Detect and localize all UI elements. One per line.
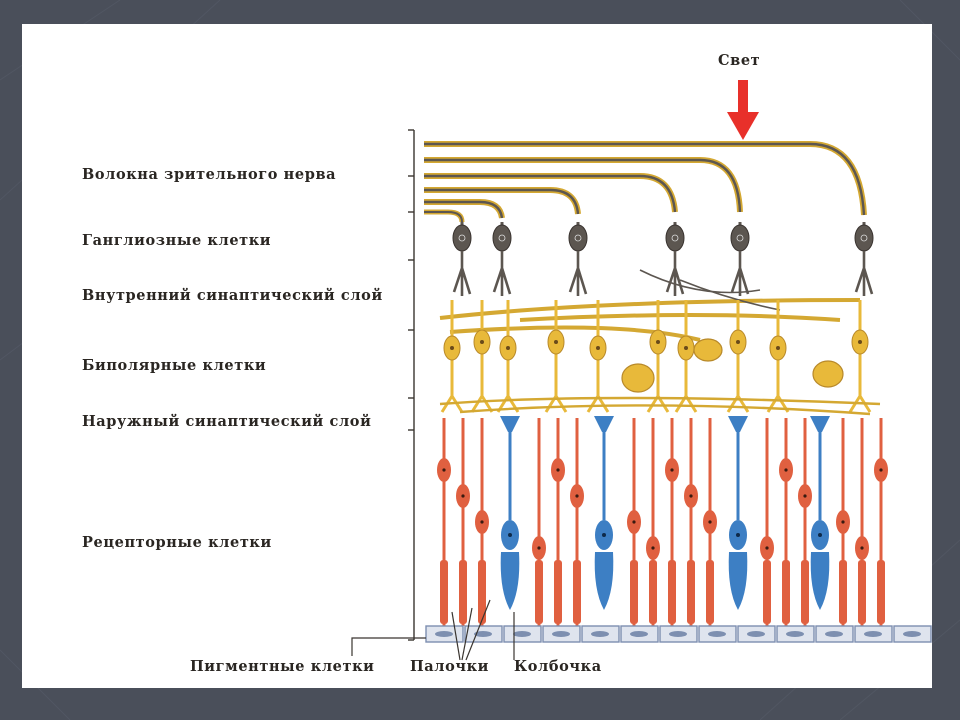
pigment-cell [503, 625, 542, 643]
label-bipolar-cells: Биполярные клетки [82, 357, 267, 374]
pigment-cells [425, 625, 932, 643]
rod-cell [798, 418, 812, 626]
label-outer-synaptic-layer: Наружный синаптический слой [82, 413, 372, 430]
horizontal-cells [621, 338, 844, 393]
cone-cell [500, 416, 520, 610]
bipolar-cells [440, 300, 872, 413]
layer-brackets [408, 129, 415, 641]
bipolar-cell [766, 300, 790, 413]
ganglion-cell [452, 222, 472, 296]
pigment-cell [854, 625, 893, 643]
pigment-cell [425, 625, 464, 643]
light-label: Свет [718, 52, 761, 69]
inner-synaptic-layer [439, 298, 861, 342]
bipolar-cell [440, 300, 464, 413]
pigment-cell [893, 625, 932, 643]
pigment-cell [581, 625, 620, 643]
bipolar-cell [674, 300, 698, 413]
rod-cell [760, 418, 774, 626]
bipolar-cell [496, 300, 520, 413]
rod-cell [646, 418, 660, 626]
pigment-cell [542, 625, 581, 643]
bipolar-cell [848, 300, 872, 413]
label-rods: Палочки [410, 658, 490, 675]
label-receptor-cells: Рецепторные клетки [82, 534, 272, 551]
pigment-cell [815, 625, 854, 643]
label-optic-nerve-fibers: Волокна зрительного нерва [82, 166, 337, 183]
rod-cell [874, 418, 888, 626]
ganglion-cell [854, 222, 874, 296]
cone-cell [728, 416, 748, 610]
rod-cell [836, 418, 850, 626]
inner-synaptic-layer-dark [639, 269, 781, 311]
outer-synaptic-layer [439, 396, 881, 416]
ganglion-cells [452, 222, 874, 296]
rod-cell [779, 418, 793, 626]
rod-cell [437, 418, 451, 626]
bipolar-cell [726, 300, 750, 413]
rod-cell [475, 418, 489, 626]
bipolar-cell [544, 300, 568, 413]
rod-cell [570, 418, 584, 626]
rod-cell [532, 418, 546, 626]
pigment-cell [659, 625, 698, 643]
pigment-cell [620, 625, 659, 643]
ganglion-cell [492, 222, 512, 296]
pigment-cell [737, 625, 776, 643]
rod-cell [703, 418, 717, 626]
label-pointers [351, 599, 515, 661]
label-inner-synaptic-layer: Внутренний синаптический слой [82, 287, 383, 304]
cone-cell [810, 416, 830, 610]
pigment-cell [464, 625, 503, 643]
rod-cell [551, 418, 565, 626]
pigment-cell [698, 625, 737, 643]
label-pigment-cells: Пигментные клетки [190, 658, 375, 675]
bipolar-cell [586, 300, 610, 413]
label-cone: Колбочка [514, 658, 602, 675]
receptor-cells [437, 416, 888, 626]
rod-cell [627, 418, 641, 626]
pigment-cell [776, 625, 815, 643]
rod-cell [684, 418, 698, 626]
ganglion-cell [568, 222, 588, 296]
light-arrow [727, 80, 759, 140]
ganglion-cell [665, 222, 685, 296]
ganglion-cell [730, 222, 750, 296]
bipolar-cell [646, 300, 670, 413]
rod-cell [665, 418, 679, 626]
cone-cell [594, 416, 614, 610]
optic-nerve-fibers [424, 141, 867, 223]
rod-cell [456, 418, 470, 626]
label-ganglion-cells: Ганглиозные клетки [82, 232, 272, 249]
bipolar-cell [470, 300, 494, 413]
rod-cell [855, 418, 869, 626]
